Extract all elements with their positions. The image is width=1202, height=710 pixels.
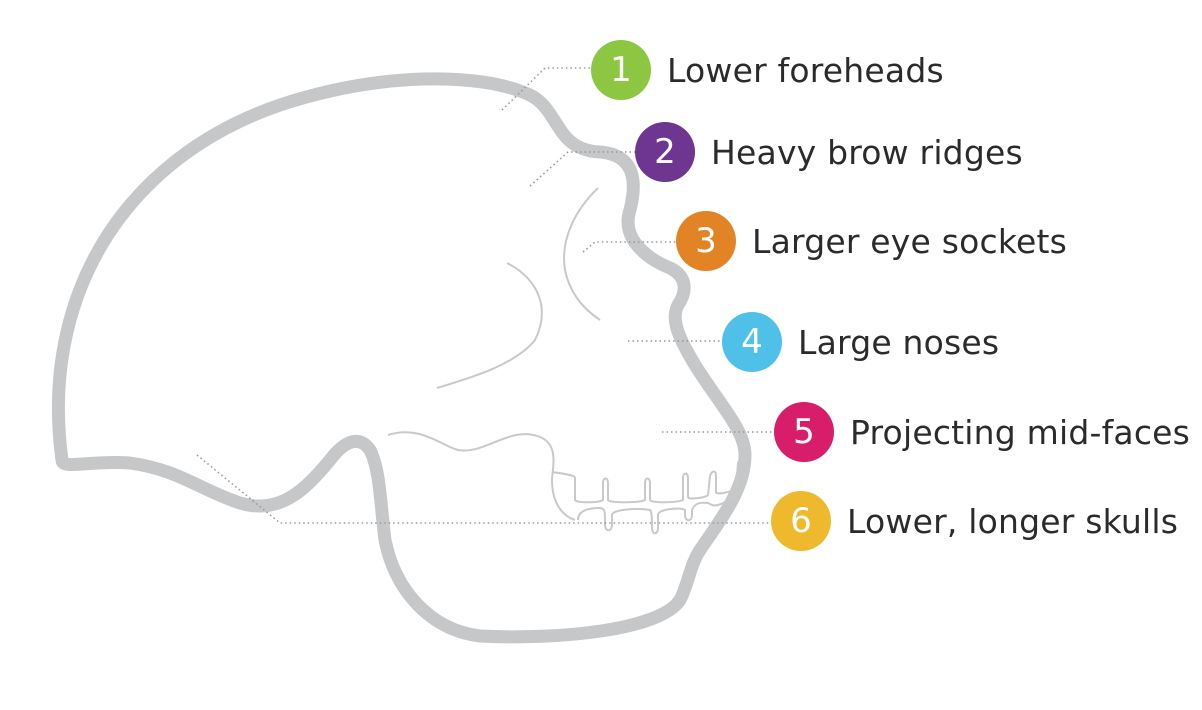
badge-number-4: 4 bbox=[722, 312, 782, 372]
feature-text-2: Heavy brow ridges bbox=[711, 132, 1023, 172]
feature-label-6: 6 Lower, longer skulls bbox=[771, 491, 1178, 551]
skull-outline bbox=[52, 72, 752, 644]
feature-text-6: Lower, longer skulls bbox=[847, 501, 1179, 541]
feature-text-1: Lower foreheads bbox=[667, 50, 944, 90]
feature-text-3: Larger eye sockets bbox=[752, 221, 1068, 261]
leader-line-6 bbox=[196, 454, 774, 524]
palate-line bbox=[387, 431, 576, 521]
feature-text-4: Large noses bbox=[798, 322, 1000, 362]
badge-number-5: 5 bbox=[774, 402, 834, 462]
badge-number-3: 3 bbox=[676, 211, 736, 271]
feature-label-1: 1 Lower foreheads bbox=[591, 40, 944, 100]
leader-lines bbox=[196, 67, 778, 524]
cheekbone-line bbox=[436, 262, 543, 389]
feature-label-3: 3 Larger eye sockets bbox=[676, 211, 1067, 271]
feature-label-2: 2 Heavy brow ridges bbox=[635, 122, 1023, 182]
badge-number-2: 2 bbox=[635, 122, 695, 182]
feature-label-5: 5 Projecting mid-faces bbox=[774, 402, 1190, 462]
leader-line-3 bbox=[582, 241, 680, 253]
leader-line-2 bbox=[529, 151, 640, 187]
feature-text-5: Projecting mid-faces bbox=[850, 412, 1191, 452]
leader-line-1 bbox=[501, 67, 598, 111]
teeth bbox=[551, 458, 745, 535]
badge-number-6: 6 bbox=[771, 491, 831, 551]
badge-number-1: 1 bbox=[591, 40, 651, 100]
eye-socket-line bbox=[563, 187, 601, 321]
feature-label-4: 4 Large noses bbox=[722, 312, 999, 372]
